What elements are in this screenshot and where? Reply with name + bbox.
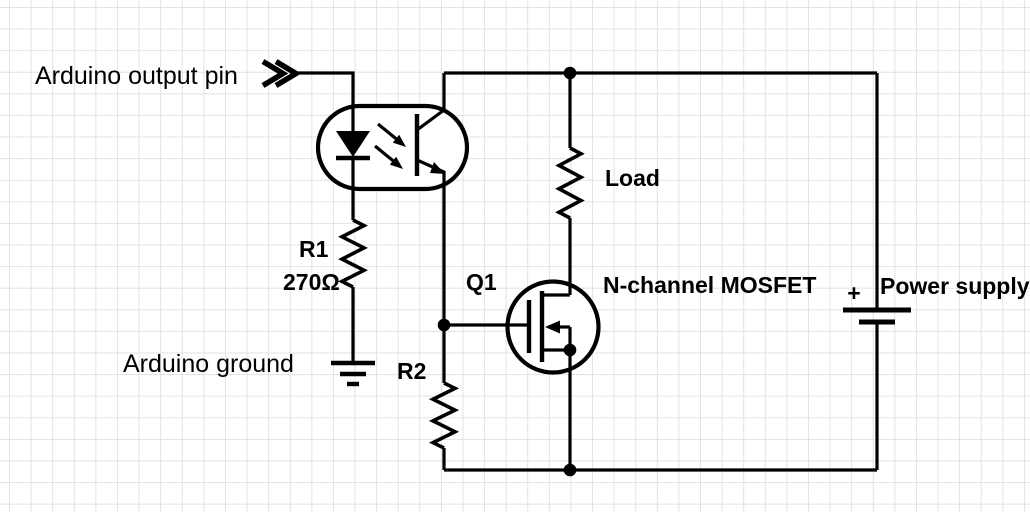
light-arrow-2: [373, 144, 396, 163]
light-arrow-1-head: [392, 134, 406, 147]
battery-plus-sign: +: [847, 280, 860, 306]
mosfet-arrowhead: [545, 320, 560, 334]
input-connector-chevron-icon: [261, 59, 302, 88]
junction-dot-bottom: [563, 463, 577, 477]
power-supply-label: Power supply: [880, 273, 1030, 299]
wire-output-to-led: [293, 71, 355, 131]
led-triangle-icon: [336, 131, 370, 157]
light-arrow-2-head: [389, 156, 403, 169]
optocoupler-body-outline: [315, 103, 470, 192]
r1-value-label: 270Ω: [283, 269, 340, 295]
resistor-r1-zigzag: [338, 218, 368, 289]
r2-name-label: R2: [397, 358, 426, 384]
q1-name-label: Q1: [466, 269, 497, 295]
phototransistor-emitter-arrowhead: [430, 162, 445, 174]
phototransistor-emitter: [416, 158, 446, 383]
resistor-r2-zigzag: [428, 381, 460, 450]
arduino-output-pin-label: Arduino output pin: [35, 62, 238, 90]
junction-dot-gate: [437, 318, 451, 332]
light-arrow-1: [376, 122, 399, 141]
resistor-load-zigzag: [555, 146, 585, 220]
junction-dot-top: [563, 66, 577, 80]
mosfet-type-label: N-channel MOSFET: [603, 272, 816, 298]
junction-dot-source: [563, 343, 577, 357]
phototransistor-collector: [416, 73, 446, 132]
load-label: Load: [605, 165, 660, 191]
r1-name-label: R1: [299, 236, 329, 262]
arduino-ground-label: Arduino ground: [123, 350, 294, 378]
